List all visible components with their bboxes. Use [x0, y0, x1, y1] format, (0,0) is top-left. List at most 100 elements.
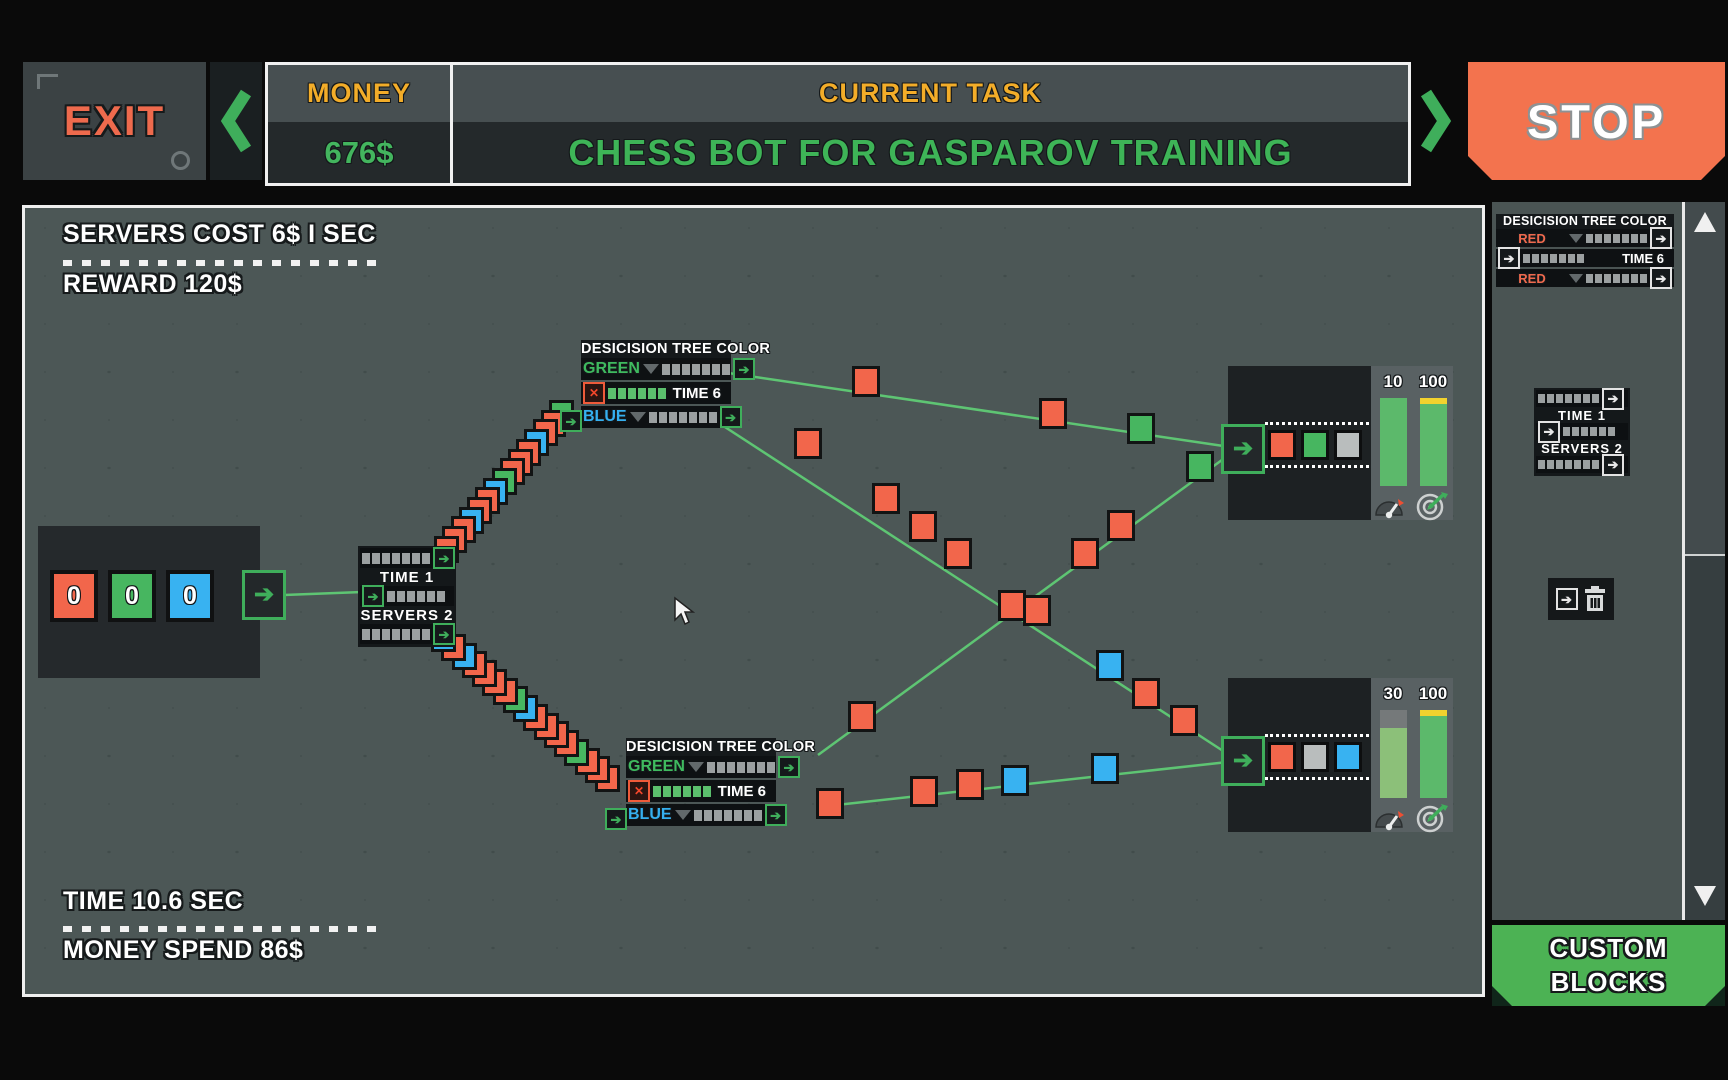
exit-corner-mark: [37, 74, 58, 89]
progress-cell: [661, 363, 670, 375]
progress-cells: [648, 411, 717, 423]
task-prev-button[interactable]: [210, 62, 262, 180]
progress-cell: [1568, 253, 1575, 263]
divider-dotted-bottom: [63, 926, 385, 932]
decision-block-upper[interactable]: DESICISION TREE COLOR GREEN ➔ ✕ TIME 6 B…: [560, 340, 770, 432]
progress-cell: [1574, 394, 1581, 403]
decision-blue-out-arrow-button[interactable]: ➔: [764, 804, 787, 826]
palette-trash-block[interactable]: ➔: [1548, 578, 1614, 620]
input-output-arrow-button[interactable]: ➔: [242, 570, 286, 620]
play-canvas[interactable]: SERVERS COST 6$ I SEC REWARD 120$ TIME 1…: [22, 205, 1485, 997]
task-next-button[interactable]: [1410, 62, 1462, 180]
palette-arrow-button: ➔: [1602, 453, 1624, 476]
splitter-label-bottom: SERVERS 2: [360, 607, 454, 624]
progress-cell: [658, 411, 667, 423]
progress-cells: [1538, 394, 1599, 403]
scroll-down-icon[interactable]: [1694, 886, 1716, 906]
progress-cell: [1592, 460, 1599, 469]
pattern-cell-blue: [1334, 742, 1362, 772]
decision-time-label: TIME 6: [1622, 250, 1664, 266]
progress-cell: [668, 411, 677, 423]
packet-square-green: [1186, 451, 1214, 482]
packet-square-orange: [1039, 398, 1067, 429]
input-cell-blue[interactable]: 0: [166, 570, 214, 622]
input-cell-orange[interactable]: 0: [50, 570, 98, 622]
progress-cell: [693, 809, 702, 821]
progress-cell: [698, 411, 707, 423]
progress-cell: [711, 363, 720, 375]
arrow-right-icon: ➔: [1607, 391, 1619, 406]
progress-cell: [1631, 233, 1638, 243]
progress-cell: [721, 363, 730, 375]
splitter-block[interactable]: ➔ TIME 1 ➔ SERVERS 2 ➔: [358, 546, 456, 647]
progress-cell: [1586, 233, 1593, 243]
packet-square-orange: [998, 590, 1026, 621]
progress-cell: [1604, 233, 1611, 243]
progress-cell: [746, 761, 755, 773]
dropdown-triangle-icon: [674, 810, 691, 820]
decision-row-blue[interactable]: BLUE ➔: [581, 406, 742, 428]
progress-cell: [1559, 253, 1566, 263]
input-cell-green[interactable]: 0: [108, 570, 156, 622]
progress-cell: [372, 628, 380, 640]
splitter-out-top-arrow-button[interactable]: ➔: [433, 547, 455, 569]
progress-cell: [1595, 273, 1602, 283]
money-spend-text: MONEY SPEND 86$: [63, 936, 304, 964]
palette-arrow-button: ➔: [1498, 247, 1520, 269]
stop-button[interactable]: STOP: [1468, 62, 1725, 180]
delete-block-button[interactable]: ✕: [628, 780, 650, 802]
progress-cell: [1556, 460, 1563, 469]
progress-cell: [683, 785, 691, 797]
dropdown-value: BLUE: [583, 408, 627, 425]
pattern-cell-green: [1301, 430, 1329, 460]
decision-block-lower[interactable]: DESICISION TREE COLOR GREEN ➔ ✕ TIME 6 B…: [605, 738, 815, 830]
palette-scrollbar[interactable]: [1682, 202, 1725, 920]
decision-row-green[interactable]: GREEN ➔: [581, 358, 755, 380]
scrollbar-thumb[interactable]: [1685, 202, 1725, 556]
custom-blocks-button[interactable]: CUSTOM BLOCKS: [1492, 925, 1725, 1006]
progress-cell: [703, 809, 712, 821]
trash-icon: [1584, 586, 1605, 611]
progress-cell: [1565, 394, 1572, 403]
progress-cell: [726, 761, 735, 773]
decision-row-green[interactable]: GREEN ➔: [626, 756, 800, 778]
decision-input-arrow-button[interactable]: ➔: [560, 410, 582, 432]
splitter-input-arrow-button[interactable]: ➔: [362, 585, 384, 607]
exit-button[interactable]: EXIT: [23, 62, 206, 180]
arrow-right-icon: ➔: [438, 550, 450, 566]
delete-block-button[interactable]: ✕: [583, 382, 605, 404]
decision-row-blue[interactable]: BLUE ➔: [626, 804, 787, 826]
scroll-up-icon[interactable]: [1694, 212, 1716, 232]
decision-green-out-arrow-button[interactable]: ➔: [777, 756, 800, 778]
arrow-right-icon: ➔: [253, 581, 275, 608]
bar-value-label: 100: [1418, 684, 1448, 703]
x-icon: ✕: [588, 386, 600, 400]
output-input-arrow-button[interactable]: ➔: [1221, 736, 1265, 786]
progress-cell: [1574, 460, 1581, 469]
output-input-arrow-button[interactable]: ➔: [1221, 424, 1265, 474]
decision-blue-out-arrow-button[interactable]: ➔: [719, 406, 742, 428]
progress-cells: [693, 809, 762, 821]
progress-cell: [1547, 394, 1554, 403]
decision-green-out-arrow-button[interactable]: ➔: [732, 358, 755, 380]
splitter-out-bottom-arrow-button[interactable]: ➔: [433, 623, 455, 645]
progress-cell: [673, 785, 681, 797]
progress-cell: [1583, 460, 1590, 469]
palette-decision-block[interactable]: DESICISION TREE COLOR RED ➔ ➔ TIME 6 RED…: [1496, 214, 1674, 289]
palette-splitter-block[interactable]: ➔ TIME 1 ➔ SERVERS 2 ➔: [1534, 387, 1630, 476]
progress-cell: [382, 552, 390, 564]
exit-corner-ring: [171, 151, 190, 170]
packet-square-orange: [794, 428, 822, 459]
arrow-right-icon: ➔: [1607, 457, 1619, 472]
money-section: MONEY 676$: [268, 65, 453, 183]
progress-cell: [1595, 233, 1602, 243]
current-task-header: CURRENT TASK: [453, 65, 1408, 122]
progress-cells: [1586, 233, 1647, 243]
bar-value-label: 10: [1383, 372, 1403, 391]
palette-arrow-button: ➔: [1650, 227, 1672, 249]
decision-input-arrow-button[interactable]: ➔: [605, 808, 627, 830]
dropdown-triangle-icon: [629, 412, 646, 422]
